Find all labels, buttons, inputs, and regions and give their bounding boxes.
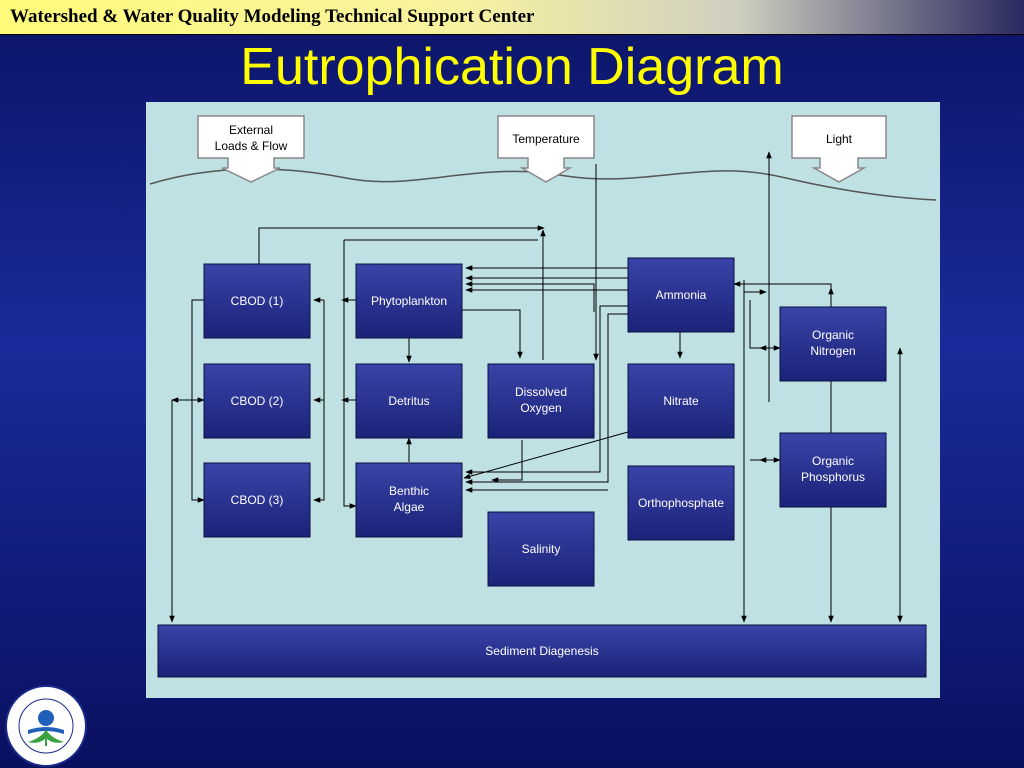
eutrophication-diagram: External Loads & Flow Temperature Light	[146, 102, 940, 698]
epa-seal-logo	[5, 685, 87, 767]
phytoplankton-label: Phytoplankton	[371, 294, 447, 308]
banner-title: Watershed & Water Quality Modeling Techn…	[10, 6, 535, 27]
nitrate-label: Nitrate	[663, 394, 699, 408]
node-organic-phosphorus: Organic Phosphorus	[779, 432, 887, 508]
node-detritus: Detritus	[355, 363, 463, 439]
node-ammonia: Ammonia	[627, 257, 735, 333]
node-cbod2: CBOD (2)	[203, 363, 311, 439]
external-label-line2: Loads & Flow	[215, 139, 288, 153]
node-organic-nitrogen: Organic Nitrogen	[779, 306, 887, 382]
detritus-label: Detritus	[388, 394, 429, 408]
node-cbod3: CBOD (3)	[203, 462, 311, 538]
header-banner: Watershed & Water Quality Modeling Techn…	[0, 0, 1024, 35]
node-orthophosphate: Orthophosphate	[627, 465, 735, 541]
external-label-line1: External	[229, 123, 273, 137]
benthic-algae-label-line2: Algae	[394, 500, 425, 514]
slide-title: Eutrophication Diagram	[240, 38, 784, 96]
organic-phosphorus-label-line1: Organic	[812, 454, 854, 468]
cbod2-label: CBOD (2)	[231, 394, 284, 408]
temperature-label: Temperature	[512, 132, 580, 146]
light-label: Light	[826, 132, 853, 146]
organic-nitrogen-label-line2: Nitrogen	[810, 344, 855, 358]
salinity-label: Salinity	[522, 542, 561, 556]
benthic-algae-label-line1: Benthic	[389, 484, 429, 498]
cbod1-label: CBOD (1)	[231, 294, 284, 308]
node-salinity: Salinity	[487, 511, 595, 587]
node-sediment-diagenesis: Sediment Diagenesis	[157, 624, 927, 678]
dissolved-oxygen-label-line1: Dissolved	[515, 385, 567, 399]
sediment-diagenesis-label: Sediment Diagenesis	[485, 644, 598, 658]
external-loads-callout	[197, 115, 305, 183]
organic-phosphorus-label-line2: Phosphorus	[801, 470, 865, 484]
water-surface-line	[149, 168, 937, 201]
orthophosphate-label: Orthophosphate	[638, 496, 724, 510]
ammonia-label: Ammonia	[656, 288, 707, 302]
node-dissolved-oxygen: Dissolved Oxygen	[487, 363, 595, 439]
node-nitrate: Nitrate	[627, 363, 735, 439]
dissolved-oxygen-label-line2: Oxygen	[520, 401, 561, 415]
connector-lines	[169, 151, 903, 623]
cbod3-label: CBOD (3)	[231, 493, 284, 507]
node-cbod1: CBOD (1)	[203, 263, 311, 339]
temperature-callout	[497, 115, 595, 183]
node-benthic-algae: Benthic Algae	[355, 462, 463, 538]
light-callout	[791, 115, 887, 183]
organic-nitrogen-label-line1: Organic	[812, 328, 854, 342]
node-phytoplankton: Phytoplankton	[355, 263, 463, 339]
